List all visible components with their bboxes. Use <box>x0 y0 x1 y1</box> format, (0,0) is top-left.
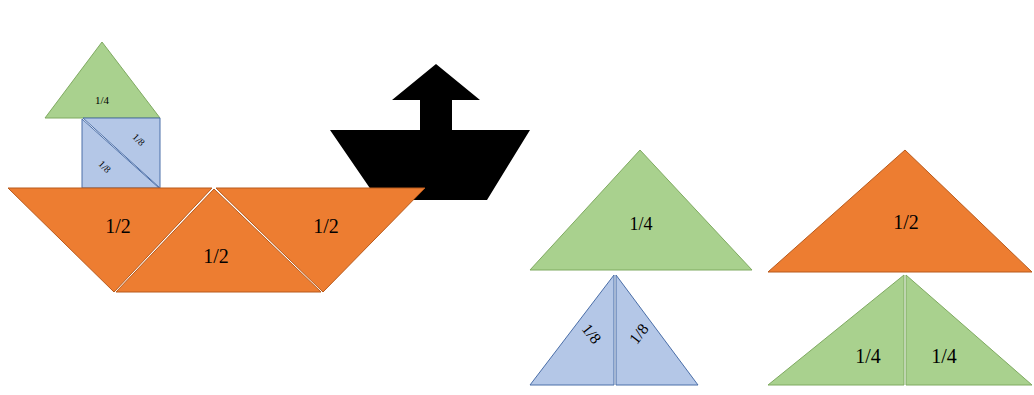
fraction-label: 1/4 <box>95 95 109 106</box>
fraction-piece: 1/4 <box>906 275 1032 385</box>
fraction-label: 1/2 <box>105 216 131 236</box>
fraction-piece: 1/8 <box>82 119 159 188</box>
triangle-outline <box>616 275 698 385</box>
triangle-shape <box>616 275 698 385</box>
fraction-label: 1/2 <box>203 246 229 266</box>
fraction-piece: 1/2 <box>768 150 1032 272</box>
triangle-shape <box>83 118 160 188</box>
fraction-label: 1/4 <box>855 346 881 366</box>
fraction-piece: 1/4 <box>768 275 904 385</box>
fraction-piece: 1/8 <box>616 275 698 385</box>
triangle-shape <box>768 150 1032 272</box>
triangle-shape <box>530 275 614 385</box>
triangle-outline <box>216 188 425 292</box>
triangle-shape <box>906 275 1032 385</box>
fraction-label: 1/2 <box>313 216 339 236</box>
triangle-outline <box>45 42 160 118</box>
boat-silhouette-shape <box>330 64 530 200</box>
fraction-label: 1/4 <box>629 215 652 233</box>
fraction-piece: 1/4 <box>45 42 160 118</box>
triangle-outline <box>768 150 1032 272</box>
triangle-outline <box>768 275 904 385</box>
fraction-piece: 1/8 <box>530 275 614 385</box>
triangle-shape <box>530 150 752 270</box>
triangle-shape <box>216 188 425 292</box>
triangle-outline <box>82 119 159 188</box>
fraction-piece: 1/2 <box>216 188 425 292</box>
triangle-outline <box>530 275 614 385</box>
fraction-label: 1/2 <box>893 212 919 232</box>
triangle-outline <box>906 275 1032 385</box>
fraction-label: 1/4 <box>931 346 957 366</box>
triangle-outline <box>530 150 752 270</box>
triangle-shape <box>768 275 904 385</box>
fraction-piece: 1/4 <box>530 150 752 270</box>
triangle-shape <box>82 119 159 188</box>
triangle-shape <box>45 42 160 118</box>
